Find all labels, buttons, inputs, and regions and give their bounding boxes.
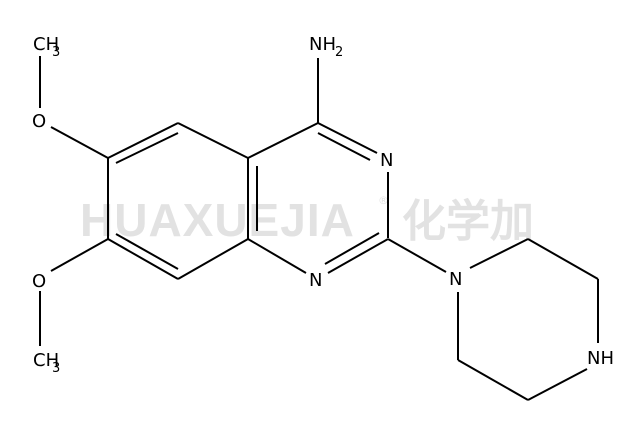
bond-pip-1 [469,238,529,269]
bond-c5-c4a [177,122,249,159]
svg-text:3: 3 [52,45,60,60]
atom-oxygen-bottom: O [32,271,46,292]
bond-c4a-c4 [247,122,319,159]
atom-n1: N [309,270,322,291]
atom-n3: N [380,150,393,171]
watermark-registered: ® [378,194,389,207]
bond-c6-o [50,126,109,159]
bonds [39,56,599,401]
bond-pip-2 [527,238,599,280]
atom-nh-piperazine: NH [587,348,614,369]
atom-n-piperazine: N [449,269,462,290]
watermark-cn: 化学加 [402,196,534,247]
bond-pip-4 [527,368,588,401]
watermark: HUAXUEJIA ® 化学加 [80,194,534,247]
bond-c8-c7-inner [115,233,179,270]
bond-c8-c7 [107,238,179,280]
atom-methyl-top: CH 3 [33,34,60,60]
svg-text:CH: CH [33,350,59,371]
bond-c6-c5 [107,122,179,159]
bond-c4-n3 [317,122,378,154]
atom-methyl-bottom: CH 3 [33,350,60,376]
bond-c2-n1 [327,238,389,274]
svg-text:CH: CH [33,34,59,55]
bond-c6-c5-inner [115,132,179,164]
bond-c2-npip [387,238,447,273]
bond-pip-5 [457,359,529,401]
bond-c2-n1-inner [324,232,380,265]
atom-labels: CH 3 O NH 2 N N N NH O CH 3 [32,34,614,376]
bond-c7-o [50,238,109,272]
watermark-text: HUAXUEJIA [80,194,355,246]
svg-text:2: 2 [335,45,343,60]
atom-amine: NH 2 [309,34,343,60]
bond-n1-c8a [247,238,307,274]
svg-text:3: 3 [52,361,60,376]
svg-text:NH: NH [309,34,336,55]
atom-oxygen-top: O [32,111,46,132]
bond-c8a-c8 [177,238,249,280]
bond-c4-n3-inner [317,132,371,161]
